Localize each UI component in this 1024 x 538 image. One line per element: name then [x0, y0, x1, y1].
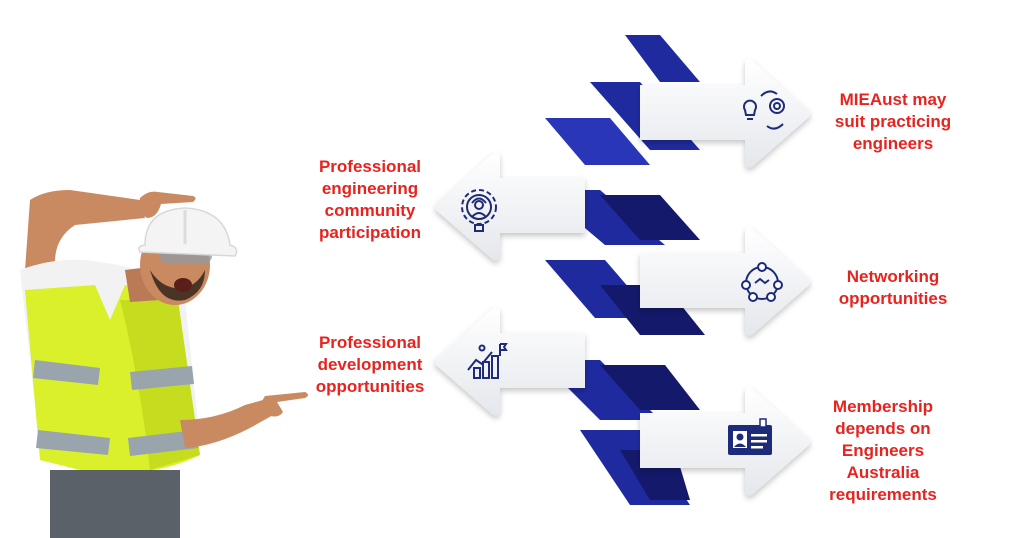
worker-pants: [50, 470, 180, 538]
chevron-segment-3: [545, 118, 650, 165]
worker-raised-arm: [25, 190, 145, 270]
chevron-segment-5: [600, 195, 700, 240]
chevron-segment-1: [625, 35, 700, 82]
worker-mouth: [174, 278, 192, 292]
worker-vest-stripe: [130, 366, 194, 390]
chevron-segment-7: [600, 285, 705, 335]
chevron-segment-9: [600, 365, 700, 410]
id-card-icon: [728, 418, 772, 455]
arrow-right-membership: [640, 387, 810, 496]
worker-vest-stripe: [128, 430, 198, 456]
worker-pointing-hand-top: [139, 191, 196, 218]
worker-vest-stripe: [33, 360, 100, 385]
arrow-left-community: [435, 152, 585, 261]
arrow-left-development: [435, 307, 585, 416]
arrow-right-mieaust: [640, 59, 810, 168]
worker-vest-stripe: [36, 430, 110, 455]
worker-hard-hat: [138, 207, 238, 257]
worker-lower-arm: [180, 398, 282, 448]
idea-cycle-icon: [743, 90, 785, 130]
arrow-right-networking: [640, 227, 810, 336]
engineer-gear-icon: [461, 189, 497, 232]
worker-pointing-hand-bottom: [259, 392, 308, 417]
growth-chart-icon: [467, 343, 508, 379]
network-handshake-icon: [741, 262, 783, 302]
worker-beard: [150, 270, 205, 301]
construction-worker-illustration: [20, 190, 308, 538]
